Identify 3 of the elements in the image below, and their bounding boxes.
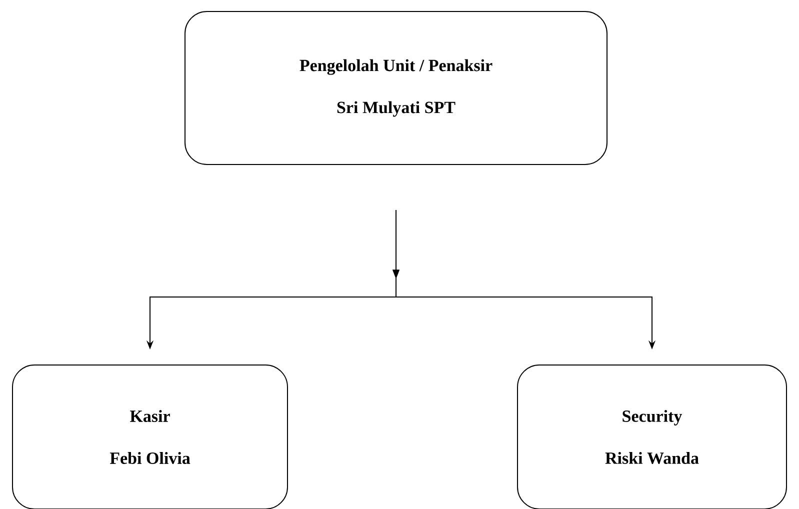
org-box: Security Riski Wanda (517, 364, 787, 509)
org-box: Kasir Febi Olivia (12, 364, 288, 509)
org-box: Pengelolah Unit / Penaksir Sri Mulyati SPT (184, 11, 608, 165)
